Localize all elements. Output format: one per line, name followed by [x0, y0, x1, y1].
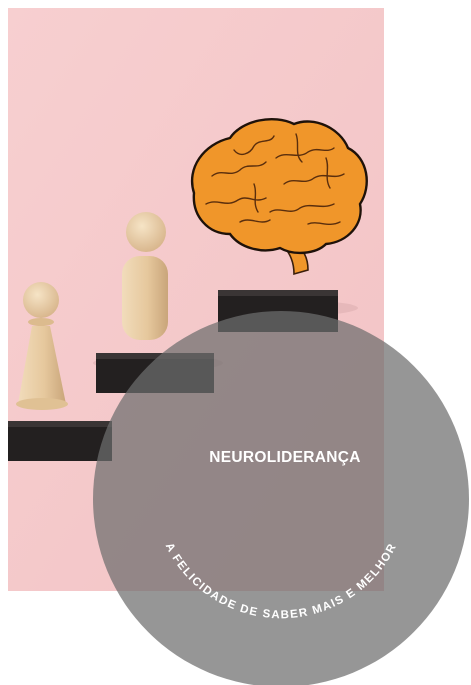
step-block-low — [8, 421, 112, 461]
badge-tagline-curve: A FELICIDADE DE SABER MAIS E MELHOR — [163, 541, 400, 621]
peg-figure — [122, 212, 168, 340]
pawn-figure — [16, 282, 68, 410]
svg-text:A FELICIDADE DE SABER MAIS E M: A FELICIDADE DE SABER MAIS E MELHOR — [163, 541, 400, 621]
badge-title: NEUROLIDERANÇA — [209, 449, 361, 466]
badge-circle — [93, 311, 469, 685]
badge-tagline: A FELICIDADE DE SABER MAIS E MELHOR — [163, 541, 398, 621]
brain-illustration — [190, 117, 368, 276]
